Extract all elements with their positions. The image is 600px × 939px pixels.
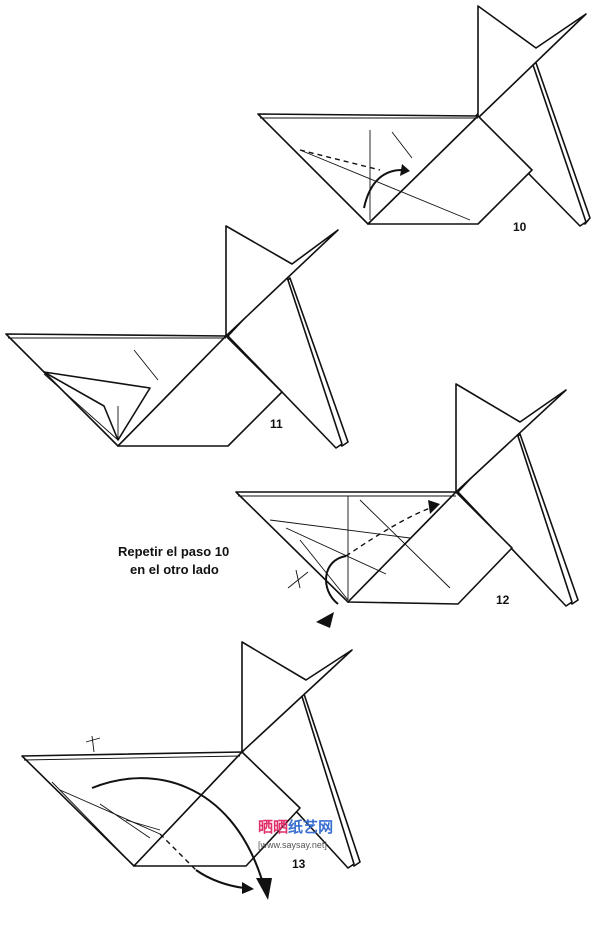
- step-13-front-flap: [133, 751, 301, 867]
- step-10-head: [477, 5, 587, 119]
- step-12-push-arrow-icon: [316, 612, 334, 628]
- step-11-front-flap: [117, 335, 283, 447]
- step-13-fold-arrow: [91, 777, 263, 881]
- step-10-front-flap: [367, 115, 533, 225]
- step-12-fold-arrow-dashed: [345, 507, 431, 557]
- step-13-figure: 13: [21, 641, 361, 900]
- step-10-fold-arrow: [363, 169, 403, 209]
- step-13-number: 13: [292, 857, 306, 871]
- step-11-head: [225, 225, 339, 337]
- step-12-arrowhead: [428, 500, 440, 514]
- step-10-fold-line: [299, 149, 381, 171]
- step-12-head: [455, 383, 567, 493]
- step-13-secondary-arrow: [195, 869, 245, 889]
- step-13-head: [241, 641, 353, 753]
- step-12-instruction-line-2: en el otro lado: [130, 562, 219, 577]
- svg-text:晒晒纸艺网: 晒晒纸艺网: [258, 818, 333, 836]
- step-10-arrowhead: [400, 164, 410, 176]
- step-12-figure: Repetir el paso 10 en el otro lado 12: [118, 383, 579, 628]
- watermark-url: [www.saysay.net]: [258, 840, 327, 850]
- step-12-front-flap: [347, 491, 513, 605]
- watermark-char-1: 晒: [258, 818, 273, 836]
- step-11-number: 11: [270, 417, 283, 431]
- watermark-char-3: 纸: [288, 818, 303, 836]
- step-10-figure: 10: [257, 5, 591, 234]
- step-12-instruction-line-1: Repetir el paso 10: [118, 544, 229, 559]
- step-12-fold-arrow-curve: [325, 555, 347, 605]
- step-10-number: 10: [513, 220, 527, 234]
- step-12-number: 12: [496, 593, 510, 607]
- step-13-arrowhead: [256, 878, 272, 900]
- watermark-char-4: 艺: [303, 818, 318, 836]
- watermark-char-2: 晒: [273, 818, 288, 836]
- watermark-char-5: 网: [318, 818, 333, 836]
- step-12-turn-over-symbol: [287, 569, 309, 589]
- step-13-secondary-arrowhead: [242, 882, 254, 894]
- watermark: 晒晒纸艺网 [www.saysay.net]: [258, 818, 333, 850]
- step-11-figure: 11: [5, 225, 349, 449]
- step-13-turn-over-symbol: [85, 735, 101, 753]
